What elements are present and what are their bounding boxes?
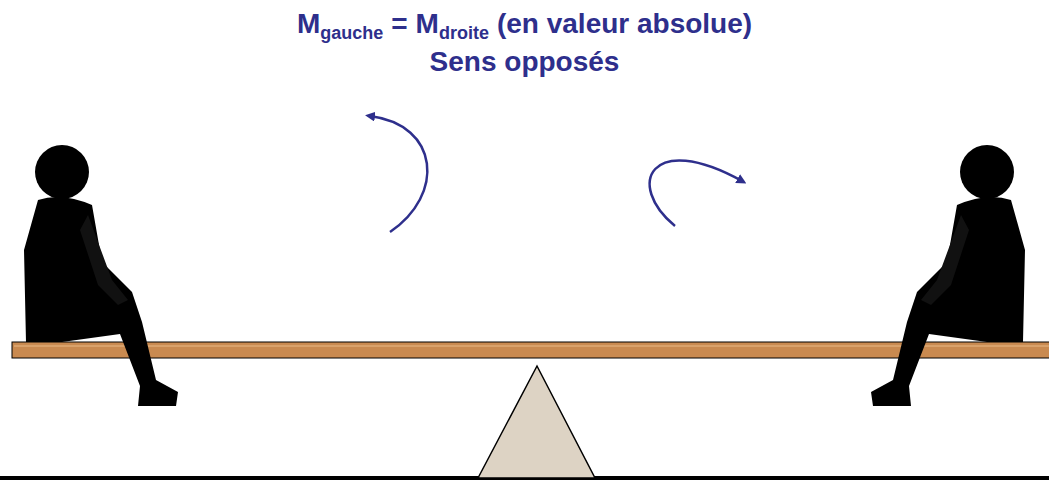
moment-symbol: M — [416, 8, 439, 39]
left-person — [24, 145, 178, 406]
subscript: gauche — [320, 23, 383, 43]
direction-text: Sens opposés — [430, 46, 620, 77]
moment-arrow-left — [370, 116, 427, 232]
fulcrum — [478, 366, 595, 478]
moment-arrow-right — [650, 160, 742, 226]
equation-line: Mgauche = Mdroite (en valeur absolue) — [0, 8, 1049, 44]
plank — [12, 342, 1049, 358]
direction-line: Sens opposés — [0, 46, 1049, 78]
moment-symbol: M — [297, 8, 320, 39]
equals-sign: = — [391, 8, 407, 39]
subscript: droite — [439, 23, 489, 43]
right-person — [871, 145, 1025, 406]
note-text: (en valeur absolue) — [497, 8, 752, 39]
